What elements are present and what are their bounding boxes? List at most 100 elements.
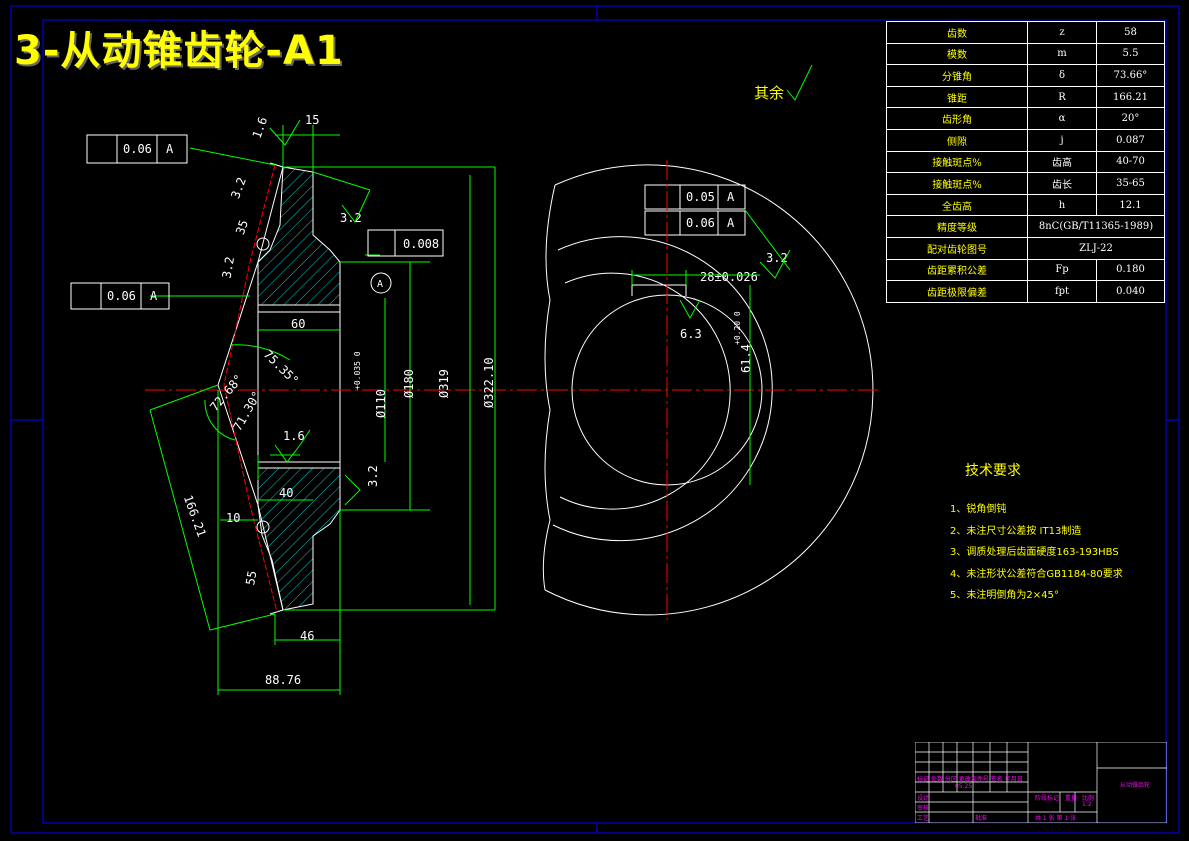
front-dim-lines (631, 209, 791, 485)
param-value: 0.040 (1096, 280, 1165, 303)
param-value: 12.1 (1096, 193, 1165, 217)
tooth-red-bottom (223, 384, 278, 613)
technical-requirements: 技术要求 1、锐角倒钝 2、未注尺寸公差按 IT13制造 3、调质处理后齿面硬度… (950, 460, 1123, 608)
dim-60: 60 (291, 317, 305, 331)
dim-55: 55 (243, 570, 259, 587)
param-name: 齿数 (886, 21, 1028, 44)
dim-angle-3: 71.30° (230, 389, 264, 434)
dim-46: 46 (300, 629, 314, 643)
tb-row-labels: 标记 处数 分区 更改文件号 签名 年月日 (917, 776, 1023, 783)
fcf-group (70, 134, 746, 310)
datum-a-label: A (377, 279, 383, 290)
dim-3-2-a: 3.2 (340, 211, 362, 225)
param-value: 35-65 (1096, 172, 1165, 195)
param-value: 166.21 (1096, 85, 1165, 109)
param-name: 齿距累积公差 (886, 258, 1028, 282)
param-symbol: α (1027, 107, 1097, 130)
param-name: 精度等级 (886, 215, 1028, 238)
dim-1-6-a: 1.6 (250, 115, 271, 140)
param-name: 齿距极限偏差 (886, 280, 1028, 303)
dimension-lines (149, 125, 496, 695)
dim-angle-1: 75.35° (261, 347, 302, 388)
param-name: 分锥角 (886, 64, 1028, 87)
param-symbol: δ (1027, 64, 1097, 87)
param-symbol: m (1027, 42, 1097, 66)
tech-item: 5、未注明倒角为2×45° (950, 590, 1059, 601)
param-symbol: 齿高 (1027, 150, 1097, 174)
param-value: 0.087 (1096, 128, 1165, 152)
param-value: 8nC(GB/T11365-1989) (1027, 215, 1165, 238)
tech-item: 1、锐角倒钝 (950, 504, 1007, 515)
fcf5-value: 0.06 (686, 216, 715, 230)
hatch-upper (257, 166, 341, 306)
drawing-title: 3-从动锥齿轮-A1 (14, 28, 344, 74)
outer-rim (544, 164, 874, 616)
dim-key-tol: +0.20 0 (733, 311, 742, 345)
section-view (217, 162, 341, 615)
param-symbol: R (1027, 85, 1097, 109)
fcf3-value: 0.008 (403, 237, 439, 251)
dim-40: 40 (279, 486, 293, 500)
tb-weight: 重量 (1065, 795, 1078, 802)
tb-part-name: 从动锥齿轮 (1120, 782, 1151, 789)
dim-key-width: 28±0.026 (700, 270, 758, 284)
param-value: 73.66° (1096, 64, 1165, 87)
dim-180: Ø180 (402, 369, 416, 398)
gear-outline-top (217, 162, 284, 386)
fcf1-datum: A (166, 142, 174, 156)
ring-1 (552, 236, 773, 542)
param-value: 20° (1096, 107, 1165, 130)
tech-heading: 技术要求 (965, 463, 1021, 479)
fcf4-datum: A (727, 190, 735, 204)
tech-item: 2、未注尺寸公差按 IT13制造 (950, 525, 1082, 537)
dim-3-2-c: 3.2 (220, 256, 238, 280)
dim-15: 15 (305, 113, 319, 127)
param-value: 40-70 (1096, 150, 1165, 174)
param-value: ZLJ-22 (1027, 236, 1165, 260)
fcf2-datum: A (150, 289, 158, 303)
dimension-labels: 15 1.6 3.2 3.2 35 3.2 60 75.35° 72.68° 7… (107, 113, 788, 687)
dim-key-depth: 61.4 (739, 344, 753, 373)
bolt-hole-bottom (256, 520, 270, 534)
param-name: 侧隙 (886, 128, 1028, 152)
param-symbol: j (1027, 128, 1097, 152)
param-name: 锥距 (886, 85, 1028, 109)
tooth-red-top (223, 164, 276, 386)
dim-6-3: 6.3 (680, 327, 702, 341)
ring-2 (559, 272, 731, 510)
bolt-hole-top (256, 237, 270, 251)
param-symbol: fpt (1027, 280, 1097, 303)
fcf4-value: 0.05 (686, 190, 715, 204)
centering-marks (11, 6, 1179, 833)
other-surfaces-note: 其余 (754, 84, 785, 102)
param-value: 0.180 (1096, 258, 1165, 282)
surface-finish-symbols (269, 64, 813, 506)
fcf1-value: 0.06 (123, 142, 152, 156)
dim-3-2-f: 3.2 (766, 251, 788, 265)
param-symbol: 齿长 (1027, 172, 1097, 195)
tb-date: 05.25 (955, 783, 973, 790)
tb-review: 审核 (917, 805, 930, 812)
tb-stage: 阶段标记 (1035, 795, 1060, 802)
param-value: 5.5 (1096, 42, 1165, 66)
dim-1-6-b: 1.6 (283, 429, 305, 443)
inner-frame (42, 19, 1167, 824)
tb-design: 设计 (917, 795, 930, 802)
dim-3-2-d: 3.2 (366, 465, 380, 487)
dim-322-10: Ø322.10 (482, 357, 496, 408)
param-symbol: h (1027, 193, 1097, 217)
param-value: 58 (1096, 21, 1165, 44)
param-symbol: Fp (1027, 258, 1097, 282)
param-name: 配对齿轮图号 (886, 236, 1028, 260)
